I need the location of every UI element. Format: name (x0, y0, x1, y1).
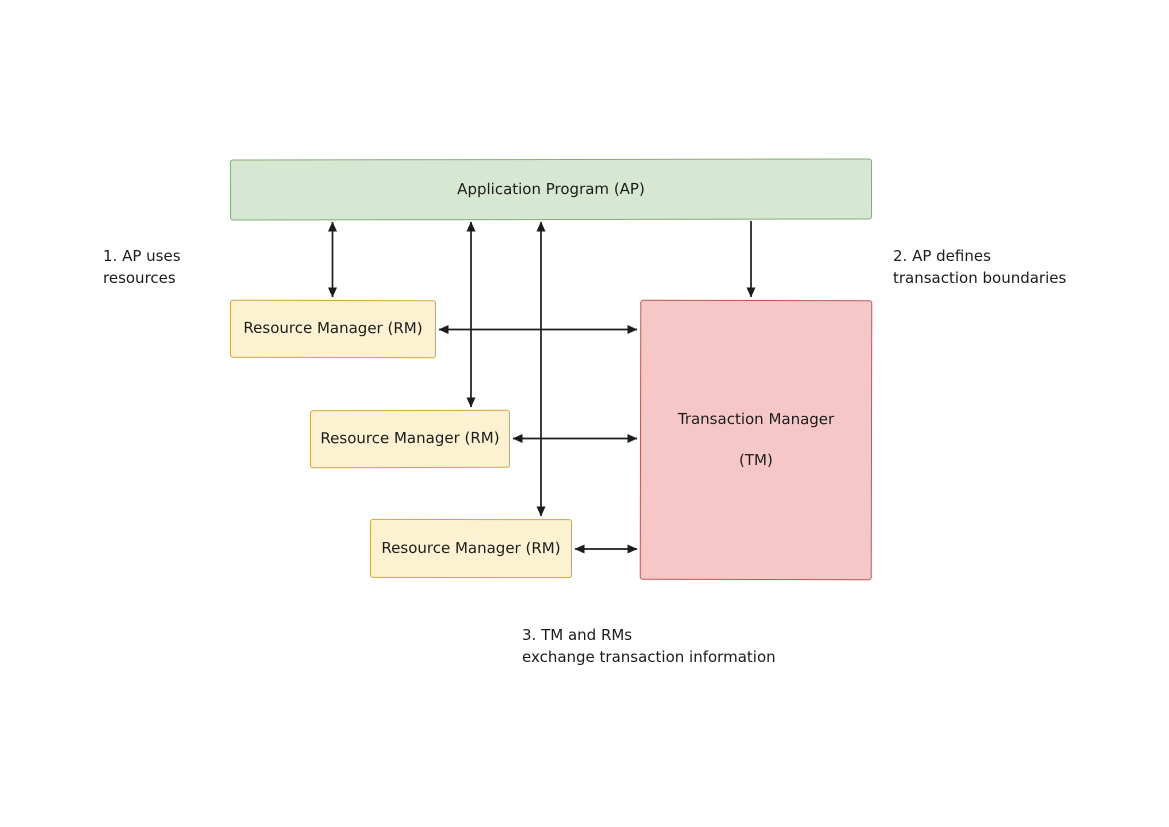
transaction-manager-node: Transaction Manager (TM) (639, 299, 873, 581)
application-program-label: Application Program (AP) (457, 179, 645, 198)
resource-manager-2-label: Resource Manager (RM) (320, 429, 500, 448)
transaction-manager-label-line1: Transaction Manager (677, 409, 835, 428)
resource-manager-2-node: Resource Manager (RM) (309, 409, 511, 469)
resource-manager-3-node: Resource Manager (RM) (369, 518, 573, 579)
resource-manager-1-label: Resource Manager (RM) (243, 319, 423, 338)
resource-manager-1-node: Resource Manager (RM) (229, 299, 437, 359)
resource-manager-3-label: Resource Manager (RM) (381, 538, 561, 557)
transaction-manager-label-line2: (TM) (739, 450, 773, 470)
note-tm-rm-exchange-information: 3. TM and RMs exchange transaction infor… (522, 626, 776, 666)
note-ap-defines-transaction-boundaries: 2. AP defines transaction boundaries (893, 247, 1067, 287)
note-ap-uses-resources: 1. AP uses resources (103, 247, 181, 287)
application-program-node: Application Program (AP) (229, 158, 873, 221)
